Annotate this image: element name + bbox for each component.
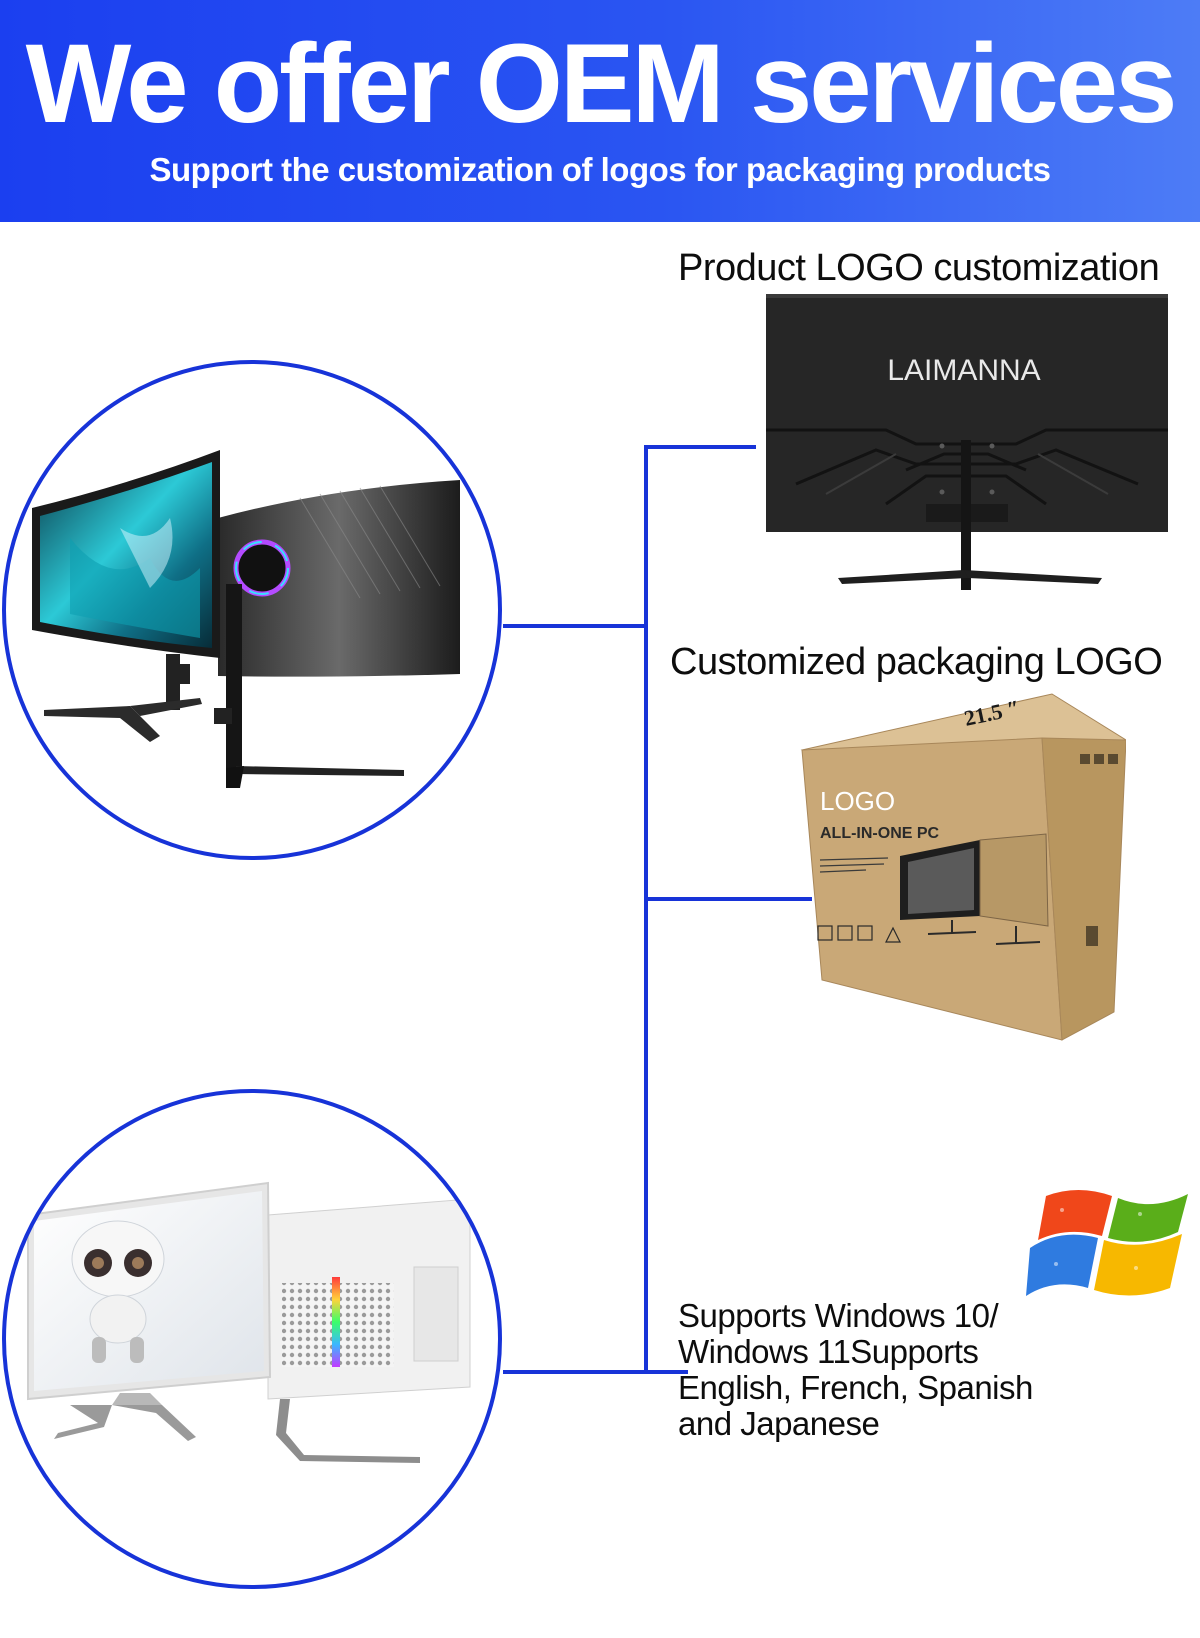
box-product-text: ALL-IN-ONE PC bbox=[820, 825, 940, 842]
packaging-logo-label: Customized packaging LOGO bbox=[670, 641, 1163, 683]
windows-flag-icon bbox=[1026, 1190, 1188, 1296]
os-line: Supports Windows 10/ bbox=[678, 1297, 999, 1334]
banner-title: We offer OEM services bbox=[25, 21, 1178, 146]
laimanna-monitor-rear: LAIMANNA bbox=[766, 294, 1168, 590]
box-logo-text: LOGO bbox=[820, 786, 895, 816]
os-support-text: Supports Windows 10/ Windows 11Supports … bbox=[678, 1298, 1033, 1442]
curved-monitors-circle bbox=[2, 360, 502, 860]
packaging-box: LOGO ALL-IN-ONE PC 21.5 ″ bbox=[800, 693, 1126, 1041]
os-line: and Japanese bbox=[678, 1405, 880, 1442]
os-line: Windows 11Supports bbox=[678, 1333, 979, 1370]
os-line: English, French, Spanish bbox=[678, 1369, 1033, 1406]
banner-subtitle: Support the customization of logos for p… bbox=[149, 151, 1051, 188]
header-banner: We offer OEM services Support the custom… bbox=[0, 0, 1200, 222]
monitor-brand-text: LAIMANNA bbox=[887, 354, 1040, 387]
white-aio-circle bbox=[2, 1089, 502, 1589]
monitor-rear bbox=[218, 480, 460, 677]
product-logo-label: Product LOGO customization bbox=[678, 247, 1160, 289]
